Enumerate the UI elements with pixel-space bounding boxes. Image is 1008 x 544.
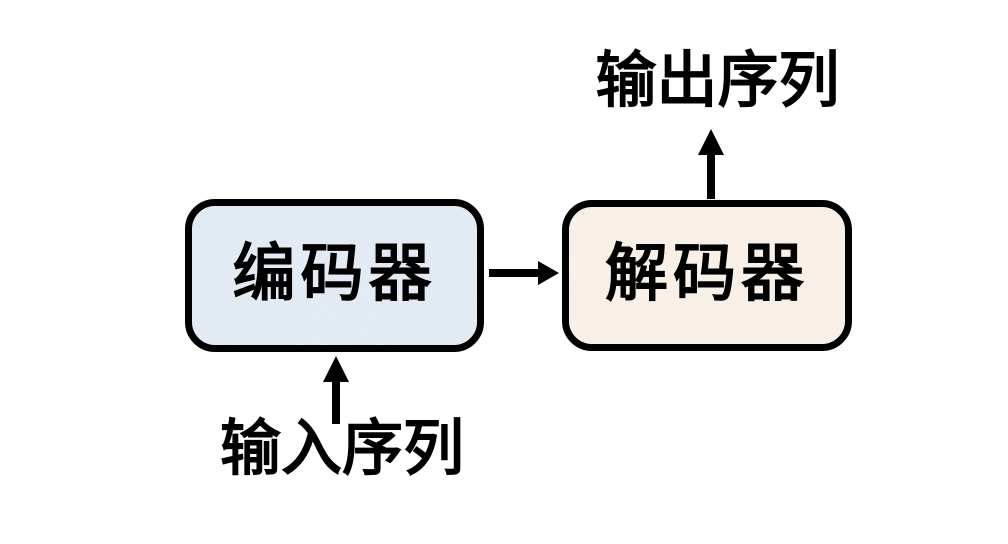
encoder-label: 编码器	[232, 236, 437, 310]
encoder-to-decoder-arrow-icon	[489, 261, 559, 285]
decoder-label: 解码器	[605, 236, 809, 310]
encoder-node: 编码器	[185, 199, 484, 352]
output-sequence-label: 输出序列	[595, 45, 840, 116]
decoder-to-output-arrow-icon	[698, 129, 724, 199]
decoder-node: 解码器	[562, 200, 852, 351]
input-sequence-label: 输入序列	[219, 413, 464, 484]
